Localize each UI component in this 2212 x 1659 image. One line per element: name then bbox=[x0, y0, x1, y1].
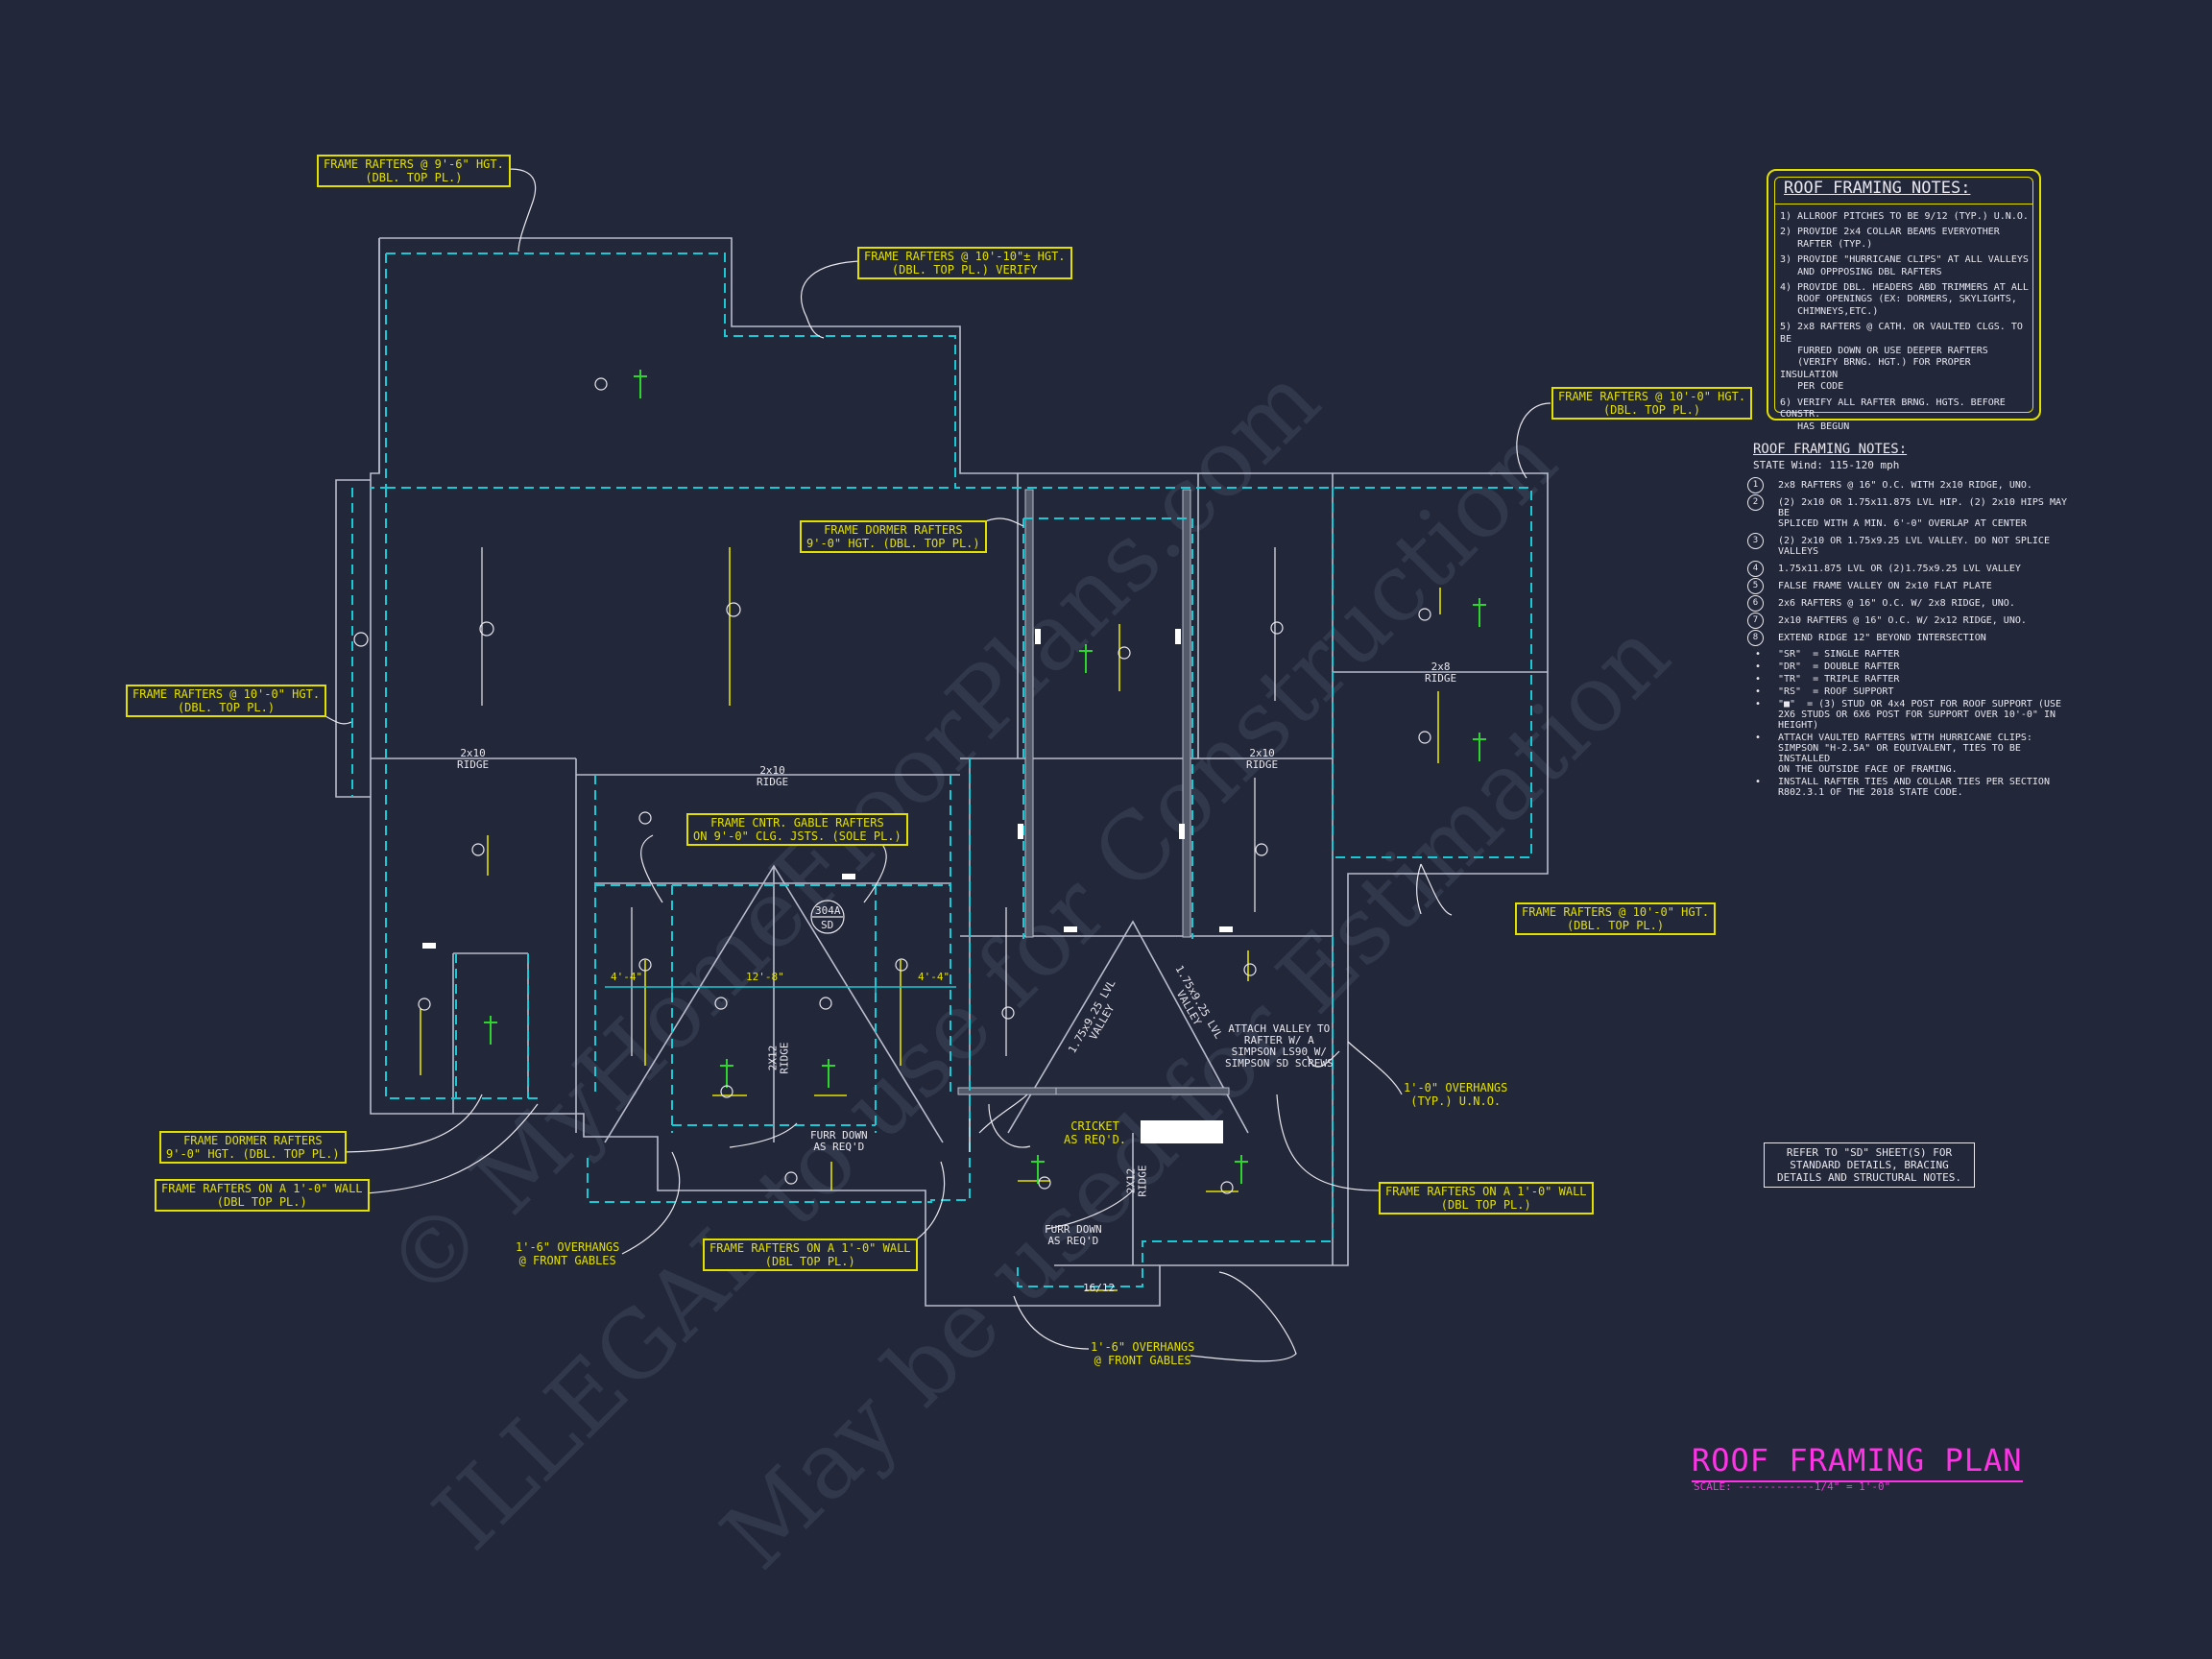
legend-title: ROOF FRAMING NOTES: bbox=[1753, 442, 1908, 457]
legend-key: 5 bbox=[1747, 578, 1764, 594]
reference-note: REFER TO "SD" SHEET(S) FOR STANDARD DETA… bbox=[1764, 1142, 1975, 1188]
yellow-arrows bbox=[420, 547, 1441, 1291]
label-furr-down-1: FURR DOWN AS REQ'D bbox=[810, 1129, 868, 1153]
callout-wall-center: FRAME RAFTERS ON A 1'-0" WALL (DBL TOP P… bbox=[703, 1238, 918, 1271]
roof-notes-list: 1) ALLROOF PITCHES TO BE 9/12 (TYP.) U.N… bbox=[1780, 211, 2032, 437]
legend-bullet: "DR" = DOUBLE RAFTER bbox=[1753, 661, 2070, 672]
label-ridge-right: 2x10 RIDGE bbox=[1246, 747, 1279, 771]
callout-rafters-top-mid: FRAME RAFTERS @ 10'-10"± HGT. (DBL. TOP … bbox=[857, 247, 1072, 279]
legend-text: 2x8 RAFTERS @ 16" O.C. WITH 2x10 RIDGE, … bbox=[1778, 480, 2032, 491]
label-ridge-lower: 2X12 RIDGE bbox=[1124, 1165, 1149, 1197]
callout-rafters-top-left: FRAME RAFTERS @ 9'-6" HGT. (DBL. TOP PL.… bbox=[317, 155, 511, 187]
label-dim-mid: 12'-8" bbox=[746, 971, 784, 983]
legend-text: 2x6 RAFTERS @ 16" O.C. W/ 2x8 RIDGE, UNO… bbox=[1778, 598, 2015, 609]
legend-bullet: "■" = (3) STUD OR 4x4 POST FOR ROOF SUPP… bbox=[1753, 699, 2070, 731]
legend-text: (2) 2x10 OR 1.75x11.875 LVL HIP. (2) 2x1… bbox=[1778, 497, 2068, 529]
label-ridge-gable: 2X12 RIDGE bbox=[766, 1042, 791, 1074]
bearing-walls bbox=[351, 252, 1532, 1287]
legend-text: EXTEND RIDGE 12" BEYOND INTERSECTION bbox=[1778, 633, 1986, 643]
callout-center-gable: FRAME CNTR. GABLE RAFTERS ON 9'-0" CLG. … bbox=[686, 813, 908, 846]
legend-key: 6 bbox=[1747, 595, 1764, 612]
label-ridge-left: 2x10 RIDGE bbox=[457, 747, 490, 771]
legend-bullet: ATTACH VAULTED RAFTERS WITH HURRICANE CL… bbox=[1753, 733, 2070, 775]
roof-framing-notes-box: ROOF FRAMING NOTES: 1) ALLROOF PITCHES T… bbox=[1767, 169, 2041, 432]
wall-outline bbox=[335, 237, 1549, 1307]
legend-text: (2) 2x10 OR 1.75x9.25 LVL VALLEY. DO NOT… bbox=[1778, 536, 2050, 557]
label-cricket: CRICKET AS REQ'D. bbox=[1064, 1119, 1127, 1146]
label-ridge-center: 2x10 RIDGE bbox=[757, 764, 789, 788]
label-pitch-bottom: 16/12 bbox=[1083, 1282, 1116, 1294]
legend-bullet: "RS" = ROOF SUPPORT bbox=[1753, 686, 2070, 697]
legend-key: 7 bbox=[1747, 613, 1764, 629]
rafter-arrows bbox=[481, 547, 1276, 1152]
legend-bullet: "TR" = TRIPLE RAFTER bbox=[1753, 674, 2070, 685]
label-overhang-left: 1'-6" OVERHANGS @ FRONT GABLES bbox=[516, 1240, 620, 1267]
drawing-title: ROOF FRAMING PLAN bbox=[1692, 1442, 2023, 1482]
callout-rafters-right-lower: FRAME RAFTERS @ 10'-0" HGT. (DBL. TOP PL… bbox=[1515, 902, 1717, 935]
legend-bullets: "SR" = SINGLE RAFTER"DR" = DOUBLE RAFTER… bbox=[1753, 649, 2070, 800]
dimension-line bbox=[605, 979, 956, 995]
callout-wall-left: FRAME RAFTERS ON A 1'-0" WALL (DBL TOP P… bbox=[155, 1179, 370, 1212]
legend-item: 3 (2) 2x10 OR 1.75x9.25 LVL VALLEY. DO NO… bbox=[1747, 533, 2074, 557]
legend-text: 2x10 RAFTERS @ 16" O.C. W/ 2x12 RIDGE, U… bbox=[1778, 615, 2027, 626]
roof-note-item: 3) PROVIDE "HURRICANE CLIPS" AT ALL VALL… bbox=[1780, 254, 2029, 277]
roof-notes-title: ROOF FRAMING NOTES: bbox=[1784, 179, 1971, 198]
legend-item: 2 (2) 2x10 OR 1.75x11.875 LVL HIP. (2) 2x… bbox=[1747, 494, 2074, 529]
legend-item: 6 2x6 RAFTERS @ 16" O.C. W/ 2x8 RIDGE, UN… bbox=[1747, 595, 2074, 612]
legend-key: 2 bbox=[1747, 494, 1764, 511]
legend-subtitle: STATE Wind: 115-120 mph bbox=[1753, 459, 1900, 471]
label-dim-right: 4'-4" bbox=[918, 971, 950, 983]
pitch-markers bbox=[484, 370, 1486, 1184]
label-dim-left: 4'-4" bbox=[611, 971, 643, 983]
legend-item: 7 2x10 RAFTERS @ 16" O.C. W/ 2x12 RIDGE, … bbox=[1747, 613, 2074, 629]
legend-key: 3 bbox=[1747, 533, 1764, 549]
legend-item: 4 1.75x11.875 LVL OR (2)1.75x9.25 LVL VAL… bbox=[1747, 561, 2074, 577]
legend-item: 5 FALSE FRAME VALLEY ON 2x10 FLAT PLATE bbox=[1747, 578, 2074, 594]
legend-text: 1.75x11.875 LVL OR (2)1.75x9.25 LVL VALL… bbox=[1778, 564, 2021, 574]
rafter-tags bbox=[353, 377, 1431, 1194]
callout-wall-right: FRAME RAFTERS ON A 1'-0" WALL (DBL TOP P… bbox=[1379, 1182, 1594, 1214]
roof-note-item: 5) 2x8 RAFTERS @ CATH. OR VAULTED CLGS. … bbox=[1780, 322, 2023, 393]
label-overhang-typ: 1'-0" OVERHANGS (TYP.) U.N.O. bbox=[1404, 1081, 1508, 1108]
label-section-top: 304A bbox=[815, 904, 841, 917]
roof-note-item: 4) PROVIDE DBL. HEADERS ABD TRIMMERS AT … bbox=[1780, 282, 2029, 317]
roof-note-item: 6) VERIFY ALL RAFTER BRNG. HGTS. BEFORE … bbox=[1780, 397, 2006, 432]
label-ridge-right-wing: 2x8 RIDGE bbox=[1425, 661, 1457, 685]
legend-key: 4 bbox=[1747, 561, 1764, 577]
callout-rafters-right-upper: FRAME RAFTERS @ 10'-0" HGT. (DBL. TOP PL… bbox=[1551, 387, 1753, 420]
callout-rafters-left-mid: FRAME RAFTERS @ 10'-0" HGT. (DBL. TOP PL… bbox=[126, 685, 327, 717]
legend-key: 8 bbox=[1747, 630, 1764, 646]
legend-list: 1 2x8 RAFTERS @ 16" O.C. WITH 2x10 RIDGE,… bbox=[1747, 477, 2074, 650]
legend-item: 1 2x8 RAFTERS @ 16" O.C. WITH 2x10 RIDGE,… bbox=[1747, 477, 2074, 493]
callout-dormer-upper: FRAME DORMER RAFTERS 9'-0" HGT. (DBL. TO… bbox=[800, 520, 987, 553]
legend-key: 1 bbox=[1747, 477, 1764, 493]
roof-note-item: 1) ALLROOF PITCHES TO BE 9/12 (TYP.) U.N… bbox=[1780, 211, 2029, 222]
label-attach-valley: ATTACH VALLEY TO RAFTER W/ A SIMPSON LS9… bbox=[1225, 1022, 1334, 1070]
legend-bullet: INSTALL RAFTER TIES AND COLLAR TIES PER … bbox=[1753, 777, 2070, 798]
roof-support-posts bbox=[422, 629, 1233, 1143]
roof-note-item: 2) PROVIDE 2x4 COLLAR BEAMS EVERYOTHER R… bbox=[1780, 227, 2000, 250]
beam-bands bbox=[957, 489, 1230, 1095]
legend-item: 8 EXTEND RIDGE 12" BEYOND INTERSECTION bbox=[1747, 630, 2074, 646]
callout-dormer-lower: FRAME DORMER RAFTERS 9'-0" HGT. (DBL. TO… bbox=[159, 1131, 347, 1164]
label-overhang-bottom: 1'-6" OVERHANGS @ FRONT GABLES bbox=[1091, 1340, 1195, 1367]
legend-text: FALSE FRAME VALLEY ON 2x10 FLAT PLATE bbox=[1778, 581, 1992, 591]
drawing-scale: SCALE: ------------1/4" = 1'-0" bbox=[1694, 1480, 1891, 1493]
legend-bullet: "SR" = SINGLE RAFTER bbox=[1753, 649, 2070, 660]
label-section-bottom: SD bbox=[821, 919, 834, 931]
label-furr-down-2: FURR DOWN AS REQ'D bbox=[1045, 1223, 1102, 1247]
